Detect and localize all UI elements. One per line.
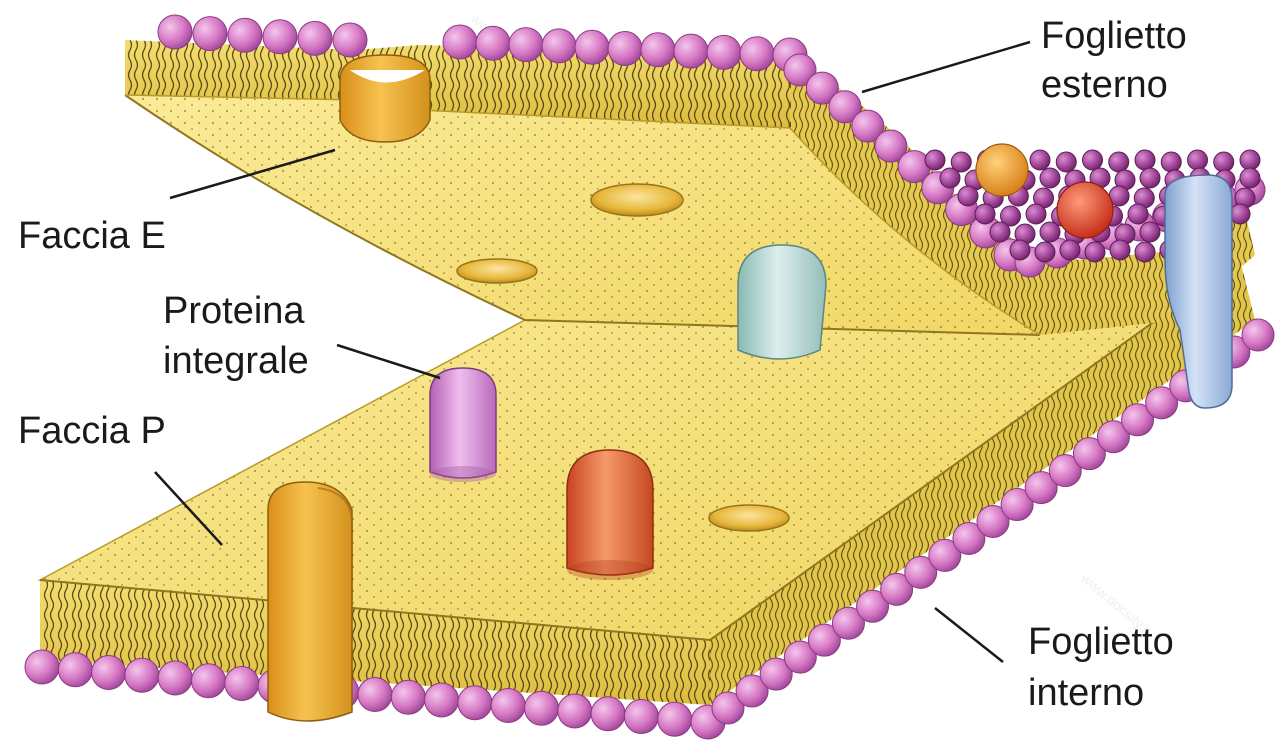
phospholipid-head xyxy=(458,686,492,720)
phospholipid-head xyxy=(228,18,262,52)
phospholipid-head xyxy=(509,28,543,62)
phospholipid-head xyxy=(1040,168,1060,188)
phospholipid-head xyxy=(1060,240,1080,260)
phospholipid-head xyxy=(1188,150,1208,170)
phospholipid-head xyxy=(1109,152,1129,172)
phospholipid-head xyxy=(1135,242,1155,262)
transmembrane-protein-orange-front xyxy=(268,482,352,721)
phospholipid-head xyxy=(958,186,978,206)
phospholipid-head xyxy=(1240,168,1260,188)
phospholipid-head xyxy=(641,33,675,67)
phospholipid-head xyxy=(591,697,625,731)
phospholipid-head xyxy=(1140,222,1160,242)
phospholipid-head xyxy=(1030,150,1050,170)
phospholipid-head xyxy=(1140,168,1160,188)
phospholipid-head xyxy=(192,664,226,698)
phospholipid-head xyxy=(624,700,658,734)
phospholipid-head xyxy=(25,650,59,684)
phospholipid-head xyxy=(674,34,708,68)
phospholipid-head xyxy=(443,25,477,59)
integral-protein-blue-green xyxy=(738,245,826,359)
label-faccia-p-text: Faccia P xyxy=(18,410,166,452)
phospholipid-head xyxy=(333,23,367,57)
phospholipid-head xyxy=(1240,150,1260,170)
phospholipid-head xyxy=(193,17,227,51)
label-foglietto-esterno-line1: Foglietto xyxy=(1041,15,1187,57)
phospholipid-head xyxy=(925,150,945,170)
phospholipid-head xyxy=(1083,150,1103,170)
phospholipid-head xyxy=(1026,204,1046,224)
phospholipid-head xyxy=(940,168,960,188)
phospholipid-head xyxy=(225,667,259,701)
p-face-pit xyxy=(709,505,789,531)
phospholipid-head xyxy=(575,30,609,64)
phospholipid-head xyxy=(1230,204,1250,224)
phospholipid-head xyxy=(358,678,392,712)
label-foglietto-interno-line2: interno xyxy=(1028,672,1144,714)
phospholipid-head xyxy=(1242,319,1274,351)
phospholipid-head xyxy=(1056,152,1076,172)
label-proteina-integrale-line1: Proteina xyxy=(163,290,305,332)
phospholipid-head xyxy=(1128,204,1148,224)
label-foglietto-esterno-line2: esterno xyxy=(1041,64,1168,106)
e-face-pit-2 xyxy=(457,259,537,283)
label-proteina-integrale: Proteina integrale xyxy=(163,290,440,382)
phospholipid-head xyxy=(1161,152,1181,172)
phospholipid-head xyxy=(1085,242,1105,262)
phospholipid-head xyxy=(391,680,425,714)
e-face-pit-1 xyxy=(591,184,683,216)
phospholipid-head xyxy=(1135,150,1155,170)
phospholipid-head xyxy=(975,204,995,224)
phospholipid-head xyxy=(608,32,642,66)
phospholipid-head xyxy=(425,683,459,717)
phospholipid-head xyxy=(491,689,525,723)
transmembrane-protein-orange-back xyxy=(340,55,430,142)
label-foglietto-interno-line1: Foglietto xyxy=(1028,621,1174,663)
phospholipid-head xyxy=(476,26,510,60)
phospholipid-head xyxy=(707,35,741,69)
phospholipid-head xyxy=(740,37,774,71)
phospholipid-head xyxy=(158,15,192,49)
phospholipid-head xyxy=(558,694,592,728)
phospholipid-head xyxy=(525,691,559,725)
phospholipid-head xyxy=(298,21,332,55)
phospholipid-head xyxy=(1214,152,1234,172)
label-foglietto-esterno: Foglietto esterno xyxy=(862,15,1187,106)
phospholipid-head xyxy=(158,661,192,695)
integral-protein-pink xyxy=(430,368,496,482)
phospholipid-head xyxy=(1035,242,1055,262)
integral-protein-red xyxy=(567,450,653,580)
phospholipid-head xyxy=(658,702,692,736)
label-proteina-integrale-line2: integrale xyxy=(163,340,309,382)
label-foglietto-interno: Foglietto interno xyxy=(935,608,1174,714)
phospholipid-head xyxy=(1010,240,1030,260)
peripheral-protein-orange xyxy=(976,144,1028,196)
label-faccia-e-text: Faccia E xyxy=(18,215,166,257)
peripheral-protein-red xyxy=(1057,182,1113,238)
phospholipid-head xyxy=(990,222,1010,242)
phospholipid-head xyxy=(1040,222,1060,242)
phospholipid-head xyxy=(542,29,576,63)
phospholipid-head xyxy=(58,653,92,687)
phospholipid-head xyxy=(92,656,126,690)
phospholipid-head xyxy=(125,658,159,692)
phospholipid-head xyxy=(263,20,297,54)
phospholipid-head xyxy=(1110,240,1130,260)
